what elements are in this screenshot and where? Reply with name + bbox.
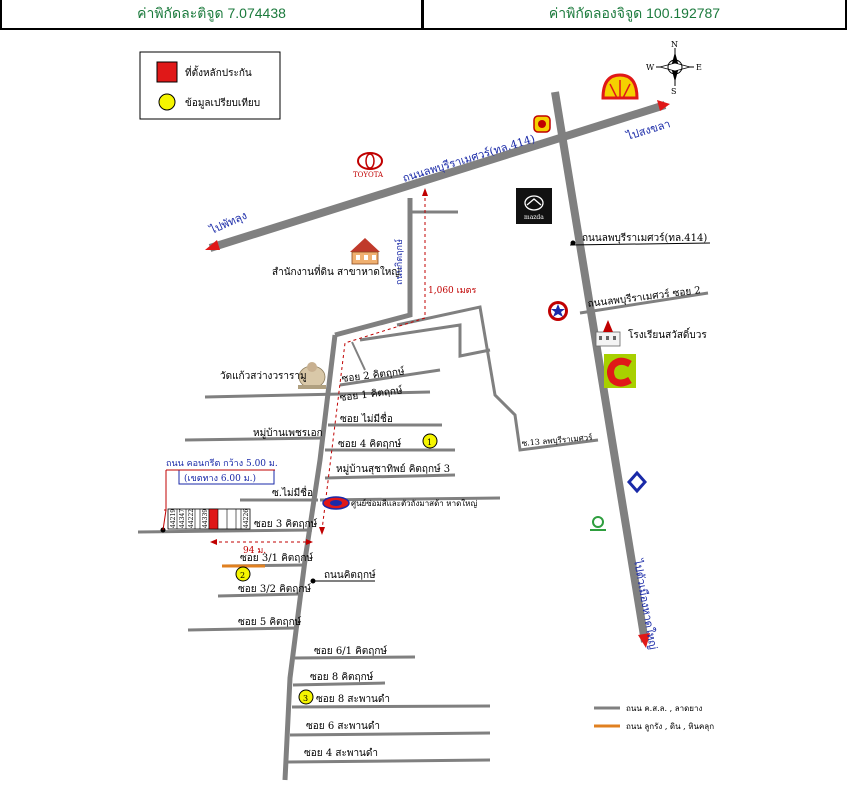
- svg-text:3: 3: [303, 694, 308, 703]
- plot-number-9: 44226: [243, 509, 250, 528]
- to-phatthalung-label: ไปพัทลุง: [207, 209, 249, 237]
- fuel-station-icon: [533, 115, 551, 133]
- caltex-logo-icon: [548, 301, 568, 321]
- distance-soi-label: 94 ม.: [243, 546, 266, 556]
- gravel-road-label: ถนน ลูกรัง , ดิน , หินคลุก: [626, 722, 714, 732]
- main-right-label: ถนนลพบุรีราเมศวร์(ทล.414): [582, 232, 707, 244]
- soi4-label: ซอย 4 คิตฤกษ์: [338, 438, 402, 450]
- distance-main: 1,060 เมตร: [319, 188, 476, 535]
- compass-w: W: [646, 63, 655, 72]
- temple-icon: [298, 362, 326, 389]
- right-main-road: [551, 91, 650, 648]
- collateral-plot: [208, 508, 219, 530]
- comparison-symbol: [158, 93, 176, 111]
- coordinate-bar: ค่าพิกัดละติจูด 7.074438 ค่าพิกัดลองจิจู…: [0, 0, 847, 30]
- toyota-logo-icon: TOYOTA: [353, 152, 384, 179]
- svg-text:1: 1: [427, 438, 432, 447]
- plot-number-2: 44347: [179, 509, 186, 528]
- plot-number-5: 44339: [202, 509, 209, 528]
- legend-collateral-label: ที่ตั้งหลักประกัน: [185, 65, 252, 79]
- school-icon: [595, 320, 621, 347]
- lopburi-soi2-label: ถนนลพบุรีราเมศวร์ ซอย 2: [587, 284, 701, 310]
- soi-unnamed1-label: ซอย ไม่มีชื่อ: [340, 411, 393, 425]
- collateral-symbol: [156, 61, 178, 83]
- temple-label: วัดแก้วสว่างวรารามู: [220, 370, 307, 382]
- arrow-right-icon: [657, 100, 670, 111]
- bank-logo-icon: [626, 470, 648, 494]
- shell-logo-icon: [601, 73, 639, 100]
- bottom-legend: ถนน ค.ส.ล. , ลาดยาง ถนน ลูกรัง , ดิน , ห…: [594, 704, 714, 732]
- land-office-label: สำนักงานที่ดิน สาขาหาดใหญ่: [272, 264, 400, 278]
- soi2-label: ซอย 2 คิตฤกษ์: [341, 365, 406, 385]
- bigc-logo-icon: [604, 354, 636, 388]
- svg-text:2: 2: [240, 571, 245, 580]
- land-office-icon: [350, 238, 380, 265]
- road-width-label: ถนน คอนกรีต กว้าง 5.00 ม.: [166, 458, 278, 469]
- soi1-label: ซอย 1 คิตฤกษ์: [339, 384, 404, 404]
- paved-road-label: ถนน ค.ส.ล. , ลาดยาง: [626, 704, 702, 713]
- service-center-icon: [322, 496, 350, 510]
- soi8-label: ซอย 8 คิตฤกษ์: [310, 671, 374, 683]
- comparison-marker-3: 3: [298, 689, 314, 705]
- to-songkhla-label: ไปสงขลา: [624, 117, 672, 143]
- legend: ที่ตั้งหลักประกัน ข้อมูลเปรียบเทียบ: [139, 51, 281, 120]
- mazda-logo-icon: mazda: [516, 188, 552, 224]
- road-width-annotation: ถนน คอนกรีต กว้าง 5.00 ม. (เขตทาง 6.00 ม…: [160, 458, 278, 533]
- distance-soi: 94 ม.: [210, 539, 313, 556]
- right-of-way-label: (เขตทาง 6.00 ม.): [184, 473, 256, 484]
- longitude-label: ค่าพิกัดลองจิจูด 100.192787: [424, 0, 847, 28]
- kitkarn-road-label: ถนนคิตฤกษ์: [324, 569, 376, 581]
- main-road-label: ถนนลพบุรีราเมศวร์(ทล.414): [401, 132, 537, 185]
- plot-number-3: 44222: [188, 509, 195, 528]
- service-center-label: ศูนย์ซ่อมสีและตัวถังมาสด้า หาดใหญ่: [351, 498, 477, 509]
- comparison-marker-2: 2: [235, 566, 251, 582]
- soi6-1-label: ซอย 6/1 คิตฤกษ์: [314, 645, 387, 657]
- toyota-label: TOYOTA: [353, 171, 384, 179]
- compass-icon: N S E W: [646, 40, 702, 96]
- arrow-down-icon: [638, 633, 650, 648]
- plot-number-1: 44219: [170, 509, 177, 528]
- distance-main-label: 1,060 เมตร: [428, 286, 476, 296]
- soi8-sphan-label: ซอย 8 สะพานดำ: [316, 694, 390, 705]
- soi4-sphan-label: ซอย 4 สะพานดำ: [304, 748, 378, 759]
- comparison-marker-1: 1: [422, 433, 438, 449]
- plot-row: 44219 44347 44222 44339 44226: [167, 508, 251, 530]
- legend-comparison-label: ข้อมูลเปรียบเทียบ: [185, 97, 260, 109]
- arrow-left-icon: [205, 240, 220, 250]
- village-suchart-label: หมู่บ้านสุชาทิพย์ คิตฤกษ์ 3: [336, 463, 450, 475]
- compass-n: N: [671, 40, 678, 49]
- soi-unnamed2-label: ซ.ไม่มีชื่อ: [272, 485, 313, 499]
- main-diagonal-road: [205, 100, 670, 252]
- green-logo-icon: [590, 516, 606, 531]
- soi6-sphan-label: ซอย 6 สะพานดำ: [306, 721, 380, 732]
- village-phet-label: หมู่บ้านเพชรเอก: [253, 427, 323, 439]
- soi3-2-label: ซอย 3/2 คิตฤกษ์: [238, 583, 311, 595]
- compass-s: S: [671, 87, 676, 96]
- latitude-label: ค่าพิกัดละติจูด 7.074438: [0, 0, 424, 28]
- soi5-label: ซอย 5 คิตฤกษ์: [238, 616, 302, 628]
- soi3-1-label: ซอย 3/1 คิตฤกษ์: [240, 552, 313, 564]
- school-label: โรงเรียนสวัสดิ์บวร: [628, 327, 707, 341]
- svg-text:mazda: mazda: [524, 214, 544, 221]
- soi3-label: ซอย 3 คิตฤกษ์: [254, 518, 318, 530]
- kitkarn-top-label: ถนนกิตฤกษ์: [393, 239, 405, 285]
- compass-e: E: [696, 63, 702, 72]
